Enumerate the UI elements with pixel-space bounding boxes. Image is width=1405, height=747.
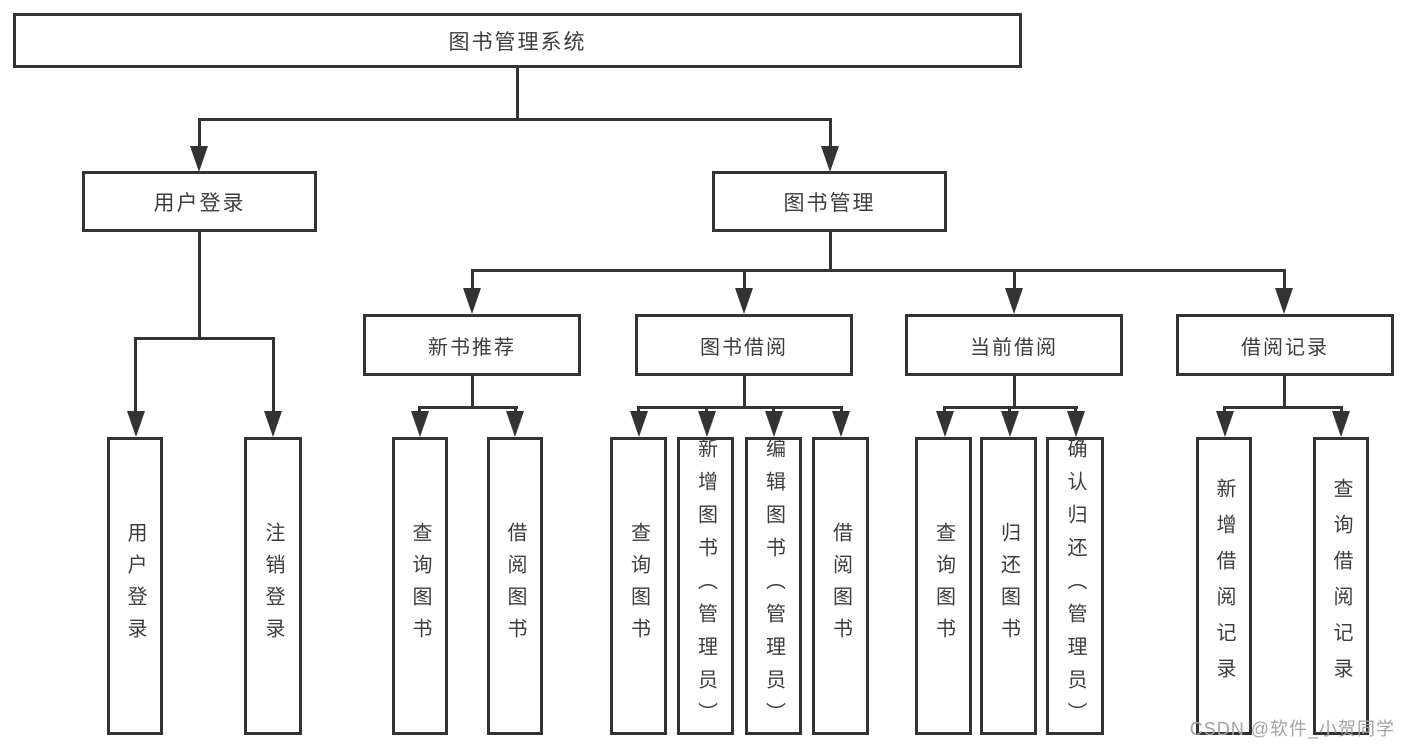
- connector-l3-stem: [743, 269, 746, 289]
- node-current-borrow-label: 当前借阅: [970, 336, 1058, 359]
- connector-leaf-stem: [1074, 406, 1077, 413]
- arrow-down-icon: [765, 411, 783, 437]
- node-current-borrow: 当前借阅: [905, 314, 1123, 376]
- arrow-down-icon: [463, 288, 481, 314]
- node-book-management: 图书管理: [712, 171, 947, 232]
- leaf-query-books-current: 查询图书: [915, 437, 972, 735]
- arrow-down-icon: [735, 288, 753, 314]
- connector-group-stem: [1283, 376, 1286, 408]
- arrow-down-icon: [698, 411, 716, 437]
- arrow-down-icon: [1001, 411, 1019, 437]
- connector-group-hline: [1223, 406, 1342, 409]
- connector-leaf-stem: [840, 406, 843, 413]
- node-book-management-label: 图书管理: [783, 191, 876, 215]
- connector-leaf-stem: [637, 406, 640, 413]
- connector-level2-hline: [198, 118, 832, 121]
- arrow-down-icon: [264, 411, 282, 437]
- leaf-confirm-return-admin: 确认归还（管理员）: [1046, 437, 1104, 735]
- leaf-query-books-borrow: 查询图书: [610, 437, 667, 735]
- arrow-down-icon: [936, 411, 954, 437]
- node-root: 图书管理系统: [13, 13, 1022, 68]
- leaf-borrow-books-recommend: 借阅图书: [487, 437, 543, 735]
- node-root-label: 图书管理系统: [448, 30, 587, 54]
- connector-leaf-stem: [134, 337, 137, 411]
- leaf-add-borrow-record: 新增借阅记录: [1196, 437, 1252, 735]
- connector-mgmt-stem: [829, 232, 832, 271]
- connector-group-stem: [471, 376, 474, 408]
- connector-group-stem: [1013, 376, 1016, 408]
- connector-leaf-stem: [1223, 406, 1226, 413]
- connector-leaf-stem: [705, 406, 708, 413]
- leaf-user-login: 用户登录: [107, 437, 163, 735]
- node-user-login-label: 用户登录: [153, 191, 246, 215]
- leaf-add-books-admin: 新增图书（管理员）: [677, 437, 734, 735]
- arrow-down-icon: [127, 411, 145, 437]
- arrow-down-icon: [1067, 411, 1085, 437]
- node-new-book-recommend: 新书推荐: [363, 314, 581, 376]
- connector-leaf-stem: [418, 406, 421, 413]
- connector-l3-stem: [471, 269, 474, 289]
- leaf-query-books-recommend: 查询图书: [392, 437, 448, 735]
- arrow-down-icon: [630, 411, 648, 437]
- connector-user-group-hline: [134, 337, 275, 340]
- node-new-book-recommend-label: 新书推荐: [428, 336, 516, 359]
- connector-user-login-stem: [198, 118, 201, 148]
- arrow-down-icon: [832, 411, 850, 437]
- leaf-logout: 注销登录: [244, 437, 302, 735]
- leaf-edit-books-admin: 编辑图书（管理员）: [745, 437, 802, 735]
- arrow-down-icon: [411, 411, 429, 437]
- connector-root-stem: [516, 68, 519, 118]
- connector-group-hline: [418, 406, 518, 409]
- leaf-query-borrow-record: 查询借阅记录: [1313, 437, 1369, 735]
- connector-leaf-stem: [943, 406, 946, 413]
- connector-leaf-stem: [272, 337, 275, 411]
- connector-l3-stem: [1013, 269, 1016, 289]
- arrow-down-icon: [506, 411, 524, 437]
- node-book-borrow: 图书借阅: [635, 314, 853, 376]
- node-borrow-records-label: 借阅记录: [1241, 336, 1329, 359]
- connector-level3-hline: [471, 269, 1285, 272]
- arrow-down-icon: [821, 146, 839, 172]
- arrow-down-icon: [1216, 411, 1234, 437]
- node-user-login: 用户登录: [82, 171, 317, 232]
- connector-book-mgmt-stem: [829, 118, 832, 148]
- arrow-down-icon: [190, 146, 208, 172]
- leaf-borrow-books: 借阅图书: [812, 437, 869, 735]
- connector-l3-stem: [1283, 269, 1286, 289]
- node-borrow-records: 借阅记录: [1176, 314, 1394, 376]
- connector-leaf-stem: [1008, 406, 1011, 413]
- connector-group-hline: [637, 406, 843, 409]
- connector-leaf-stem: [1340, 406, 1343, 413]
- arrow-down-icon: [1275, 288, 1293, 314]
- connector-leaf-stem: [514, 406, 517, 413]
- connector-user-group-stem: [198, 232, 201, 340]
- arrow-down-icon: [1005, 288, 1023, 314]
- connector-group-stem: [743, 376, 746, 408]
- connector-leaf-stem: [772, 406, 775, 413]
- arrow-down-icon: [1332, 411, 1350, 437]
- leaf-return-books: 归还图书: [980, 437, 1037, 735]
- node-book-borrow-label: 图书借阅: [700, 336, 788, 359]
